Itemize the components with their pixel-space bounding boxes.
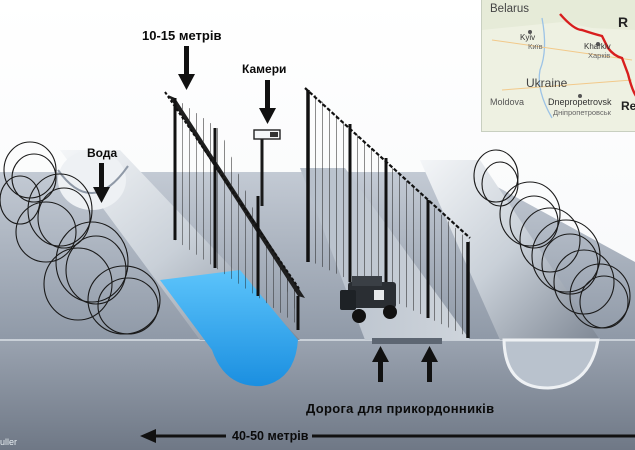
label-border-road: Дорога для прикордонників xyxy=(306,401,495,416)
right-trench xyxy=(420,160,600,340)
map-label-neighbor-east-lower: Re xyxy=(621,99,635,113)
map-dot-dnipro xyxy=(578,94,582,98)
arrow-water xyxy=(99,163,104,189)
map-label-ukraine: Ukraine xyxy=(526,76,568,90)
label-fence-height: 10-15 метрів xyxy=(142,28,222,43)
arrow-road-left xyxy=(378,360,383,382)
map-label-kyiv: Kyiv xyxy=(520,33,536,42)
label-cameras: Камери xyxy=(242,62,287,76)
map-label-belarus: Belarus xyxy=(490,3,529,15)
fence-left xyxy=(164,91,305,330)
inset-map: Belarus R Kyiv Київ Kharkiv Харків Ukrai… xyxy=(481,0,635,132)
map-river xyxy=(538,17,553,119)
patrol-jeep xyxy=(340,276,397,323)
water-trench-mouth xyxy=(58,150,126,210)
label-total-width: 40-50 метрів xyxy=(232,429,309,443)
map-label-moldova: Moldova xyxy=(490,97,525,107)
camera-icon xyxy=(270,132,278,137)
barbed-wire-left xyxy=(0,141,161,335)
map-label-dnipro-local: Дніпропетровськ xyxy=(553,108,611,117)
road-base-strip xyxy=(372,338,442,344)
map-region-north xyxy=(482,0,635,30)
arrow-fence-height xyxy=(184,46,189,76)
inset-map-canvas xyxy=(482,0,635,131)
arrow-road-right xyxy=(427,360,432,382)
map-label-dnipro: Dnepropetrovsk xyxy=(548,97,612,107)
credit-text: uller xyxy=(0,437,18,447)
map-road-2 xyxy=(501,79,633,91)
map-dot-kyiv xyxy=(528,30,532,34)
map-label-kharkiv-local: Харків xyxy=(588,51,611,60)
camera-pole xyxy=(253,129,281,206)
label-water: Вода xyxy=(87,146,118,160)
map-label-neighbor-east: R xyxy=(618,14,629,30)
right-trench-mouth xyxy=(502,338,600,390)
width-dimension xyxy=(140,429,635,443)
map-border-line xyxy=(559,13,635,97)
map-label-kharkiv: Kharkiv xyxy=(584,42,611,51)
map-label-kyiv-local: Київ xyxy=(528,42,543,51)
barbed-wire-right xyxy=(473,149,631,329)
map-road-1 xyxy=(491,39,633,61)
map-dot-kharkiv xyxy=(596,42,600,46)
arrow-cameras xyxy=(265,80,270,110)
indicator-arrows xyxy=(93,46,438,382)
fence-right xyxy=(304,87,471,338)
water-trench-rim xyxy=(57,165,129,194)
